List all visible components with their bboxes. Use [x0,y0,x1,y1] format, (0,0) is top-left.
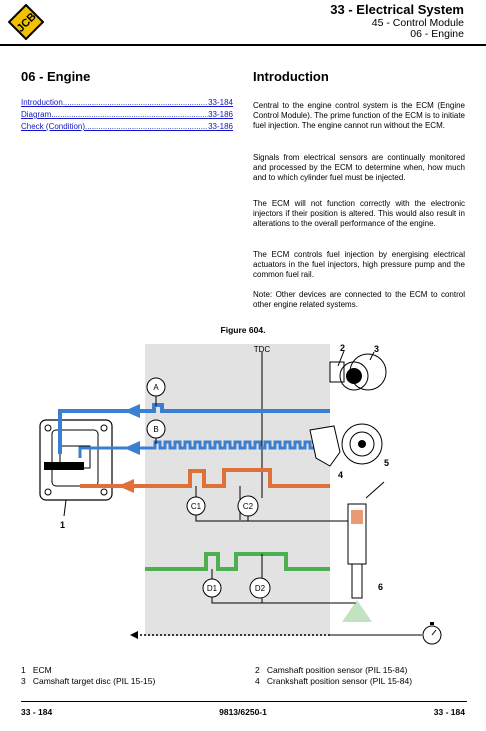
marker-d1-label: D1 [207,584,218,593]
footer-divider [21,701,467,702]
fuel-injector [342,481,385,622]
page-title: 06 - Engine [21,69,91,84]
callout-1: 1 [60,520,65,530]
caption-3-num: 3 [21,676,26,686]
signal-c-line [80,468,330,488]
caption-4: 4 Crankshaft position sensor (PIL 15-84) [255,676,412,686]
intro-paragraph: The ECM will not function correctly with… [253,199,465,228]
caption-1: 1 ECM [21,665,52,675]
intro-title: Introduction [253,69,329,84]
toc-label: Check (Condition) [21,122,86,131]
intro-paragraph: The ECM controls fuel injection by energ… [253,250,465,279]
marker-b-label: B [153,425,158,434]
caption-1-num: 1 [21,665,26,675]
camshaft-target-disc [349,353,387,391]
signal-c-arrow [118,479,134,493]
signal-d-line [145,552,330,571]
footer-doc-number: 9813/6250-1 [219,707,267,717]
caption-1-text: ECM [32,665,52,675]
tdc-label: TDC [254,345,271,354]
marker-d2 [249,577,271,599]
header-divider [0,44,486,46]
figure-title: Figure 604. [220,325,266,335]
caption-2-text: Camshaft position sensor (PIL 15-84) [266,665,408,675]
caption-2-num: 2 [255,665,260,675]
callout-6: 6 [378,582,383,592]
caption-4-num: 4 [255,676,260,686]
header-subsection: 45 - Control Module [371,17,464,29]
marker-c2-label: C2 [243,502,254,511]
signal-b-line [78,440,330,458]
signal-a-line [58,403,330,454]
diagram-panel [145,344,330,636]
intro-paragraph: Note: Other devices are connected to the… [253,290,465,309]
caption-4-text: Crankshaft position sensor (PIL 15-84) [266,676,413,686]
crankshaft-position-sensor [309,423,383,467]
toc-link-check-condition[interactable]: Check (Condition) 33-186 [21,122,233,131]
callout-4: 4 [338,470,343,480]
intro-paragraph: Signals from electrical sensors are cont… [253,153,465,182]
toc-page: 33-184 [208,98,233,107]
marker-a-label: A [153,383,159,392]
footer-page-right: 33 - 184 [433,707,465,717]
camshaft-position-sensor [329,350,369,391]
callout-2: 2 [340,343,345,353]
caption-3: 3 Camshaft target disc (PIL 15-15) [21,676,155,686]
callout-5: 5 [384,458,389,468]
marker-d2-label: D2 [255,584,266,593]
signal-b-arrow [124,441,140,455]
callout-3: 3 [374,344,379,354]
marker-a [146,377,166,397]
toc-link-diagram[interactable]: Diagram 33-186 [21,110,233,119]
toc-label: Diagram [21,110,52,119]
toc-label: Introduction [21,98,63,107]
intro-paragraph: Central to the engine control system is … [253,101,465,130]
toc-page: 33-186 [208,110,233,119]
signal-a-arrow [124,404,140,418]
engine-control-diagram: TDC A B C1 C2 D1 D2 [39,343,442,645]
caption-3-text: Camshaft target disc (PIL 15-15) [32,676,156,686]
toc-page: 33-186 [208,122,233,131]
header-topic: 06 - Engine [410,28,464,40]
caption-2: 2 Camshaft position sensor (PIL 15-84) [255,665,407,675]
jcb-logo: JCB [8,4,44,40]
marker-b [146,419,166,439]
toc-link-introduction[interactable]: Introduction 33-184 [21,98,233,107]
footer-page-left: 33 - 184 [21,707,53,717]
header-section: 33 - Electrical System [330,2,464,17]
marker-c1-label: C1 [191,502,202,511]
